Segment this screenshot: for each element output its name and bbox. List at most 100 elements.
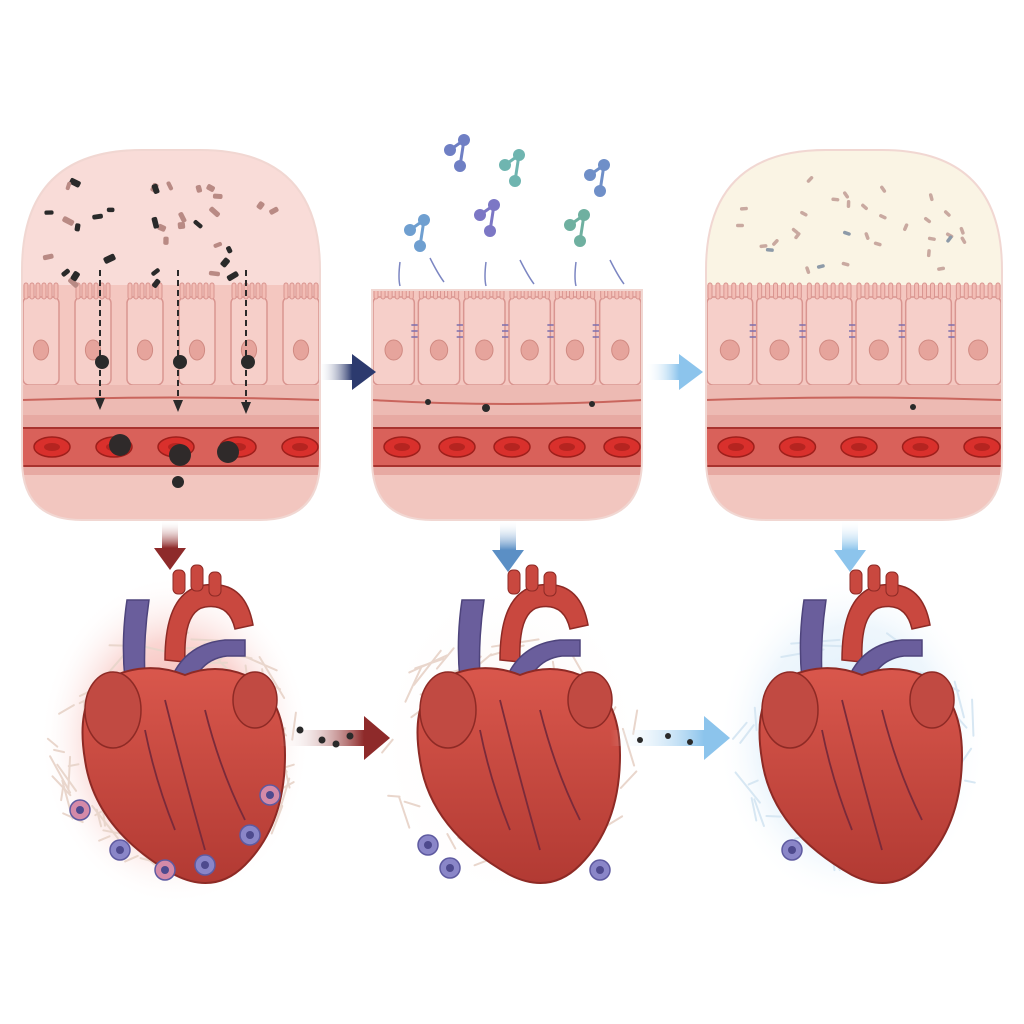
fibrosis-strand bbox=[753, 798, 765, 827]
fibrosis-strand bbox=[58, 704, 75, 715]
left-atrium bbox=[232, 671, 278, 729]
signaling-molecule bbox=[474, 199, 500, 237]
microvillus bbox=[796, 282, 802, 300]
immune-cell-nucleus bbox=[266, 791, 274, 799]
toxin-particle bbox=[220, 257, 230, 268]
toxin-particle bbox=[910, 404, 916, 410]
commensal-bacterium bbox=[846, 200, 851, 209]
commensal-bacterium bbox=[923, 216, 932, 224]
microvillus bbox=[35, 282, 41, 300]
red-cell-center bbox=[504, 443, 520, 451]
cell-nucleus bbox=[868, 339, 889, 361]
fibrosis-strand bbox=[53, 748, 66, 754]
commensal-bacterium bbox=[873, 241, 882, 247]
immune-cell-nucleus bbox=[246, 831, 254, 839]
toxin-particle bbox=[68, 277, 79, 288]
aortic-branch bbox=[867, 564, 881, 592]
fibrosis-strand bbox=[403, 800, 421, 808]
immune-cell-nucleus bbox=[788, 846, 796, 854]
molecule-atom bbox=[598, 159, 610, 171]
fibrosis-strand bbox=[750, 797, 758, 822]
red-cell-center bbox=[559, 443, 575, 451]
molecule-atom bbox=[444, 144, 456, 156]
red-cell-center bbox=[44, 443, 60, 451]
microvillus bbox=[773, 282, 779, 300]
tissue-line bbox=[372, 399, 642, 405]
muscularis bbox=[22, 475, 320, 520]
aortic-branch bbox=[190, 564, 204, 592]
microvillus bbox=[739, 282, 745, 300]
cell-nucleus bbox=[918, 339, 939, 361]
epithelium-band bbox=[706, 285, 1002, 385]
toxin-particle bbox=[269, 206, 279, 215]
toxin-particle bbox=[172, 476, 184, 488]
toxin-particle bbox=[589, 401, 595, 407]
toxin-particle bbox=[482, 404, 490, 412]
microvillus bbox=[157, 282, 163, 300]
fibrosis-strand bbox=[739, 724, 755, 744]
fibrosis-strand bbox=[747, 779, 759, 786]
fibrosis-strand bbox=[734, 771, 761, 804]
microvillus bbox=[53, 282, 59, 300]
molecule-flow-arrow bbox=[484, 261, 487, 287]
red-cell-center bbox=[292, 443, 308, 451]
heart-3 bbox=[717, 564, 987, 905]
cell-nucleus bbox=[292, 339, 310, 361]
commensal-bacterium bbox=[946, 235, 953, 243]
toxin-particle bbox=[178, 212, 187, 223]
microvillus bbox=[139, 282, 145, 300]
arrow-heart-1-to-2 bbox=[280, 716, 390, 760]
commensal-bacterium bbox=[943, 210, 951, 217]
signaling-molecule bbox=[444, 134, 470, 172]
left-atrium bbox=[909, 671, 955, 729]
commensal-bacterium bbox=[806, 176, 814, 183]
toxin-particle bbox=[92, 213, 103, 220]
heart-2 bbox=[375, 564, 645, 905]
red-cell-center bbox=[851, 443, 867, 451]
microvillus bbox=[313, 282, 319, 300]
fibrosis-strand bbox=[398, 796, 411, 829]
commensal-bacterium bbox=[794, 232, 801, 240]
microvillus bbox=[179, 282, 185, 300]
microvillus bbox=[856, 282, 862, 300]
toxin-particle bbox=[687, 739, 693, 745]
microvillus bbox=[979, 282, 985, 300]
signaling-molecule bbox=[404, 214, 430, 252]
microvillus bbox=[731, 282, 737, 300]
commensal-bacterium bbox=[926, 249, 931, 258]
panel-outline bbox=[705, 149, 1003, 521]
toxin-particle bbox=[106, 207, 115, 213]
aortic-branch bbox=[507, 569, 521, 595]
microvillus bbox=[888, 282, 894, 300]
aortic-branch bbox=[849, 569, 863, 595]
molecule-atom bbox=[458, 134, 470, 146]
aortic-arch bbox=[499, 583, 589, 663]
molecule-atom bbox=[584, 169, 596, 181]
fibrosis-strand bbox=[404, 666, 423, 703]
toxin-particle bbox=[425, 399, 431, 405]
fibrosis-strand bbox=[60, 781, 65, 802]
toxin-particle bbox=[213, 241, 223, 248]
microvillus bbox=[197, 282, 203, 300]
microvillus bbox=[945, 282, 951, 300]
toxin-in-blood bbox=[169, 444, 191, 466]
microvillus bbox=[29, 282, 35, 300]
immune-cell-nucleus bbox=[76, 806, 84, 814]
aortic-arch bbox=[164, 583, 254, 663]
arrow-gut-3-to-heart bbox=[834, 520, 866, 572]
microvillus bbox=[105, 282, 111, 300]
fibrosis-strand bbox=[49, 755, 72, 794]
commensal-bacterium bbox=[800, 210, 808, 217]
molecule-atom bbox=[509, 175, 521, 187]
arrow-head bbox=[834, 550, 866, 572]
gut-panel-1 bbox=[21, 149, 321, 521]
toxin-particle bbox=[62, 216, 75, 226]
toxin-particle bbox=[42, 253, 54, 261]
fibrosis-strand bbox=[56, 763, 78, 792]
fibrosis-strand bbox=[98, 835, 111, 842]
toxin-clump bbox=[95, 355, 109, 369]
microvillus bbox=[971, 282, 977, 300]
immune-cell-nucleus bbox=[161, 866, 169, 874]
microvillus bbox=[723, 282, 729, 300]
microvillus bbox=[822, 282, 828, 300]
